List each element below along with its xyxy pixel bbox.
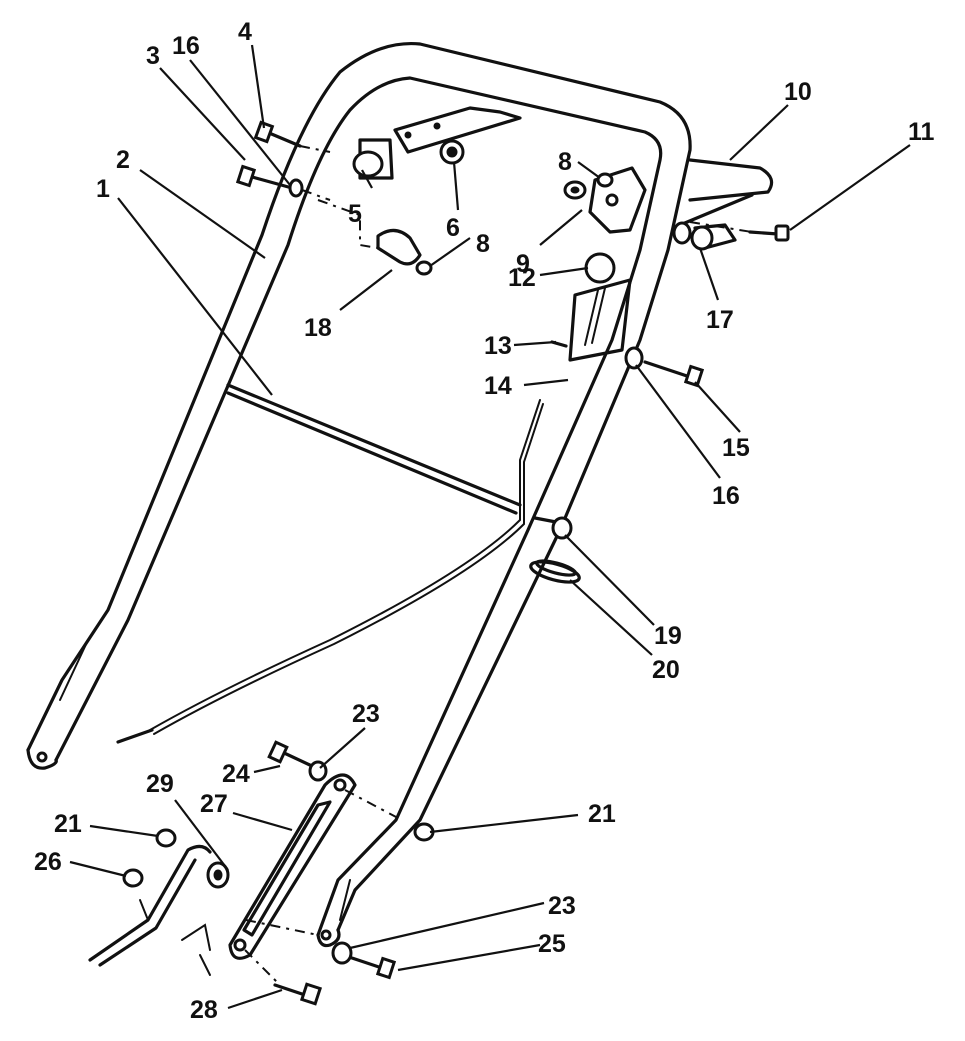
bolt-right-mid bbox=[624, 346, 705, 388]
control-cable bbox=[116, 399, 544, 744]
callout-18: 18 bbox=[304, 314, 332, 342]
leader-lines bbox=[69, 44, 911, 1010]
latch-loop bbox=[317, 199, 433, 276]
callout-2: 2 bbox=[116, 146, 130, 174]
crossbar bbox=[226, 383, 522, 515]
right-bracket bbox=[672, 158, 790, 251]
callout-21: 21 bbox=[588, 800, 616, 828]
callout-9: 9 bbox=[516, 250, 530, 278]
callout-25: 25 bbox=[538, 930, 566, 958]
deck-fragment bbox=[88, 822, 435, 976]
knob-and-clip bbox=[529, 516, 581, 584]
callout-20: 20 bbox=[652, 656, 680, 684]
callout-16: 16 bbox=[172, 32, 200, 60]
upper-handle-tube bbox=[26, 41, 692, 948]
callout-19: 19 bbox=[654, 622, 682, 650]
callout-16: 16 bbox=[712, 482, 740, 510]
callout-29: 29 bbox=[146, 770, 174, 798]
callout-26: 26 bbox=[34, 848, 62, 876]
callout-23: 23 bbox=[548, 892, 576, 920]
callout-21: 21 bbox=[54, 810, 82, 838]
callout-14: 14 bbox=[484, 372, 512, 400]
upper-bracket bbox=[352, 106, 522, 180]
callout-27: 27 bbox=[200, 790, 228, 818]
callout-4: 4 bbox=[238, 18, 252, 46]
callout-28: 28 bbox=[190, 996, 218, 1024]
callout-10: 10 bbox=[784, 78, 812, 106]
callout-23: 23 bbox=[352, 700, 380, 728]
callout-1: 1 bbox=[96, 175, 110, 203]
control-lever bbox=[550, 166, 647, 362]
callout-12: 12 bbox=[508, 264, 536, 292]
callout-5: 5 bbox=[348, 200, 362, 228]
callout-8: 8 bbox=[476, 230, 490, 258]
callout-15: 15 bbox=[722, 434, 750, 462]
callout-17: 17 bbox=[706, 306, 734, 334]
callout-24: 24 bbox=[222, 760, 250, 788]
bolts-upper-left bbox=[235, 120, 331, 201]
callout-6: 6 bbox=[446, 214, 460, 242]
callout-8: 8 bbox=[558, 148, 572, 176]
callout-13: 13 bbox=[484, 332, 512, 360]
callout-11: 11 bbox=[908, 118, 935, 146]
callout-3: 3 bbox=[146, 42, 160, 70]
callout-labels: 1 2 3 16 4 5 6 8 18 8 9 10 11 17 12 13 1… bbox=[34, 18, 935, 1024]
